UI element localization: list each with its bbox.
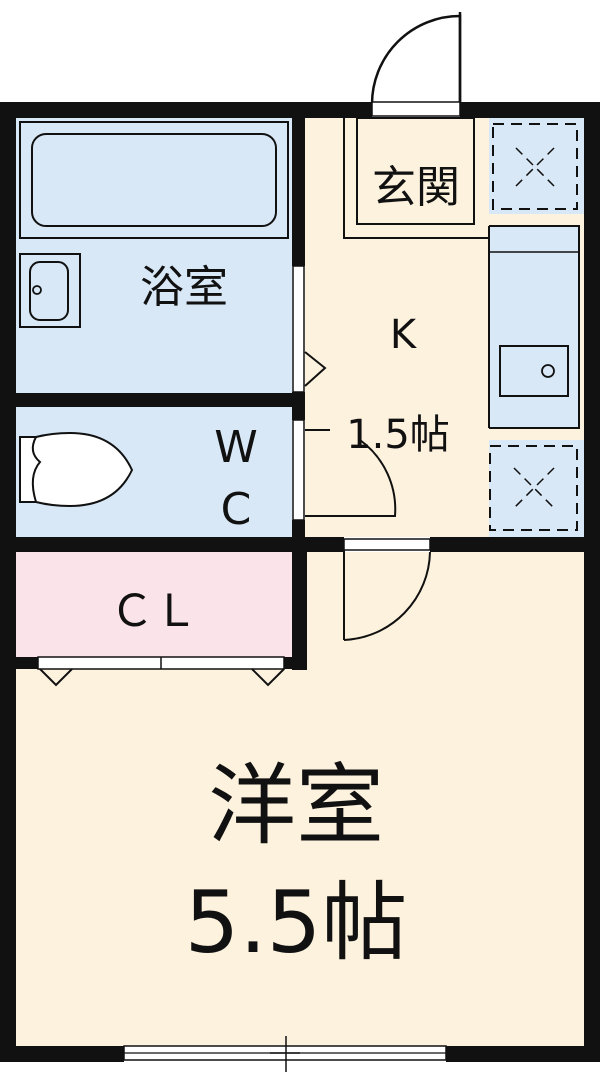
outer-walls: [0, 102, 600, 1062]
bath-label: 浴室: [140, 262, 228, 313]
wc-door: [292, 419, 397, 521]
door-swing-icon: [343, 551, 431, 641]
bath-door: [292, 265, 327, 393]
door-swing-icon: [370, 14, 462, 105]
entrance-area: [343, 117, 489, 239]
toilet-icon: [19, 431, 134, 508]
kitchen-counter: [489, 226, 579, 428]
closet-label: ＣＬ: [110, 586, 198, 637]
storage-box-icon: [489, 118, 584, 214]
wc-label-c: C: [221, 484, 252, 535]
bath-room: [16, 118, 292, 393]
western-label: 洋室: [208, 754, 384, 857]
closet-area: [16, 552, 292, 657]
kitchen-counter-outline: [488, 225, 580, 429]
western-size: 5.5帖: [185, 873, 408, 973]
washbasin-icon: [19, 253, 81, 328]
wc-label-w: W: [214, 422, 258, 473]
storage-box-icon: [489, 440, 584, 537]
bathtub-icon: [19, 121, 289, 239]
door-swing-icon: [305, 429, 397, 517]
bottom-window: [123, 1036, 447, 1072]
closet-doors: [37, 656, 285, 687]
kitchen-label: K: [390, 312, 418, 358]
kitchen-size: 1.5帖: [346, 412, 450, 458]
western-door: [343, 538, 431, 641]
entrance-door: [370, 12, 462, 106]
kitchen-sink-icon: [499, 345, 569, 397]
entrance-label: 玄関: [372, 162, 460, 213]
entrance-threshold: [371, 101, 461, 117]
interior-walls: [16, 118, 584, 670]
